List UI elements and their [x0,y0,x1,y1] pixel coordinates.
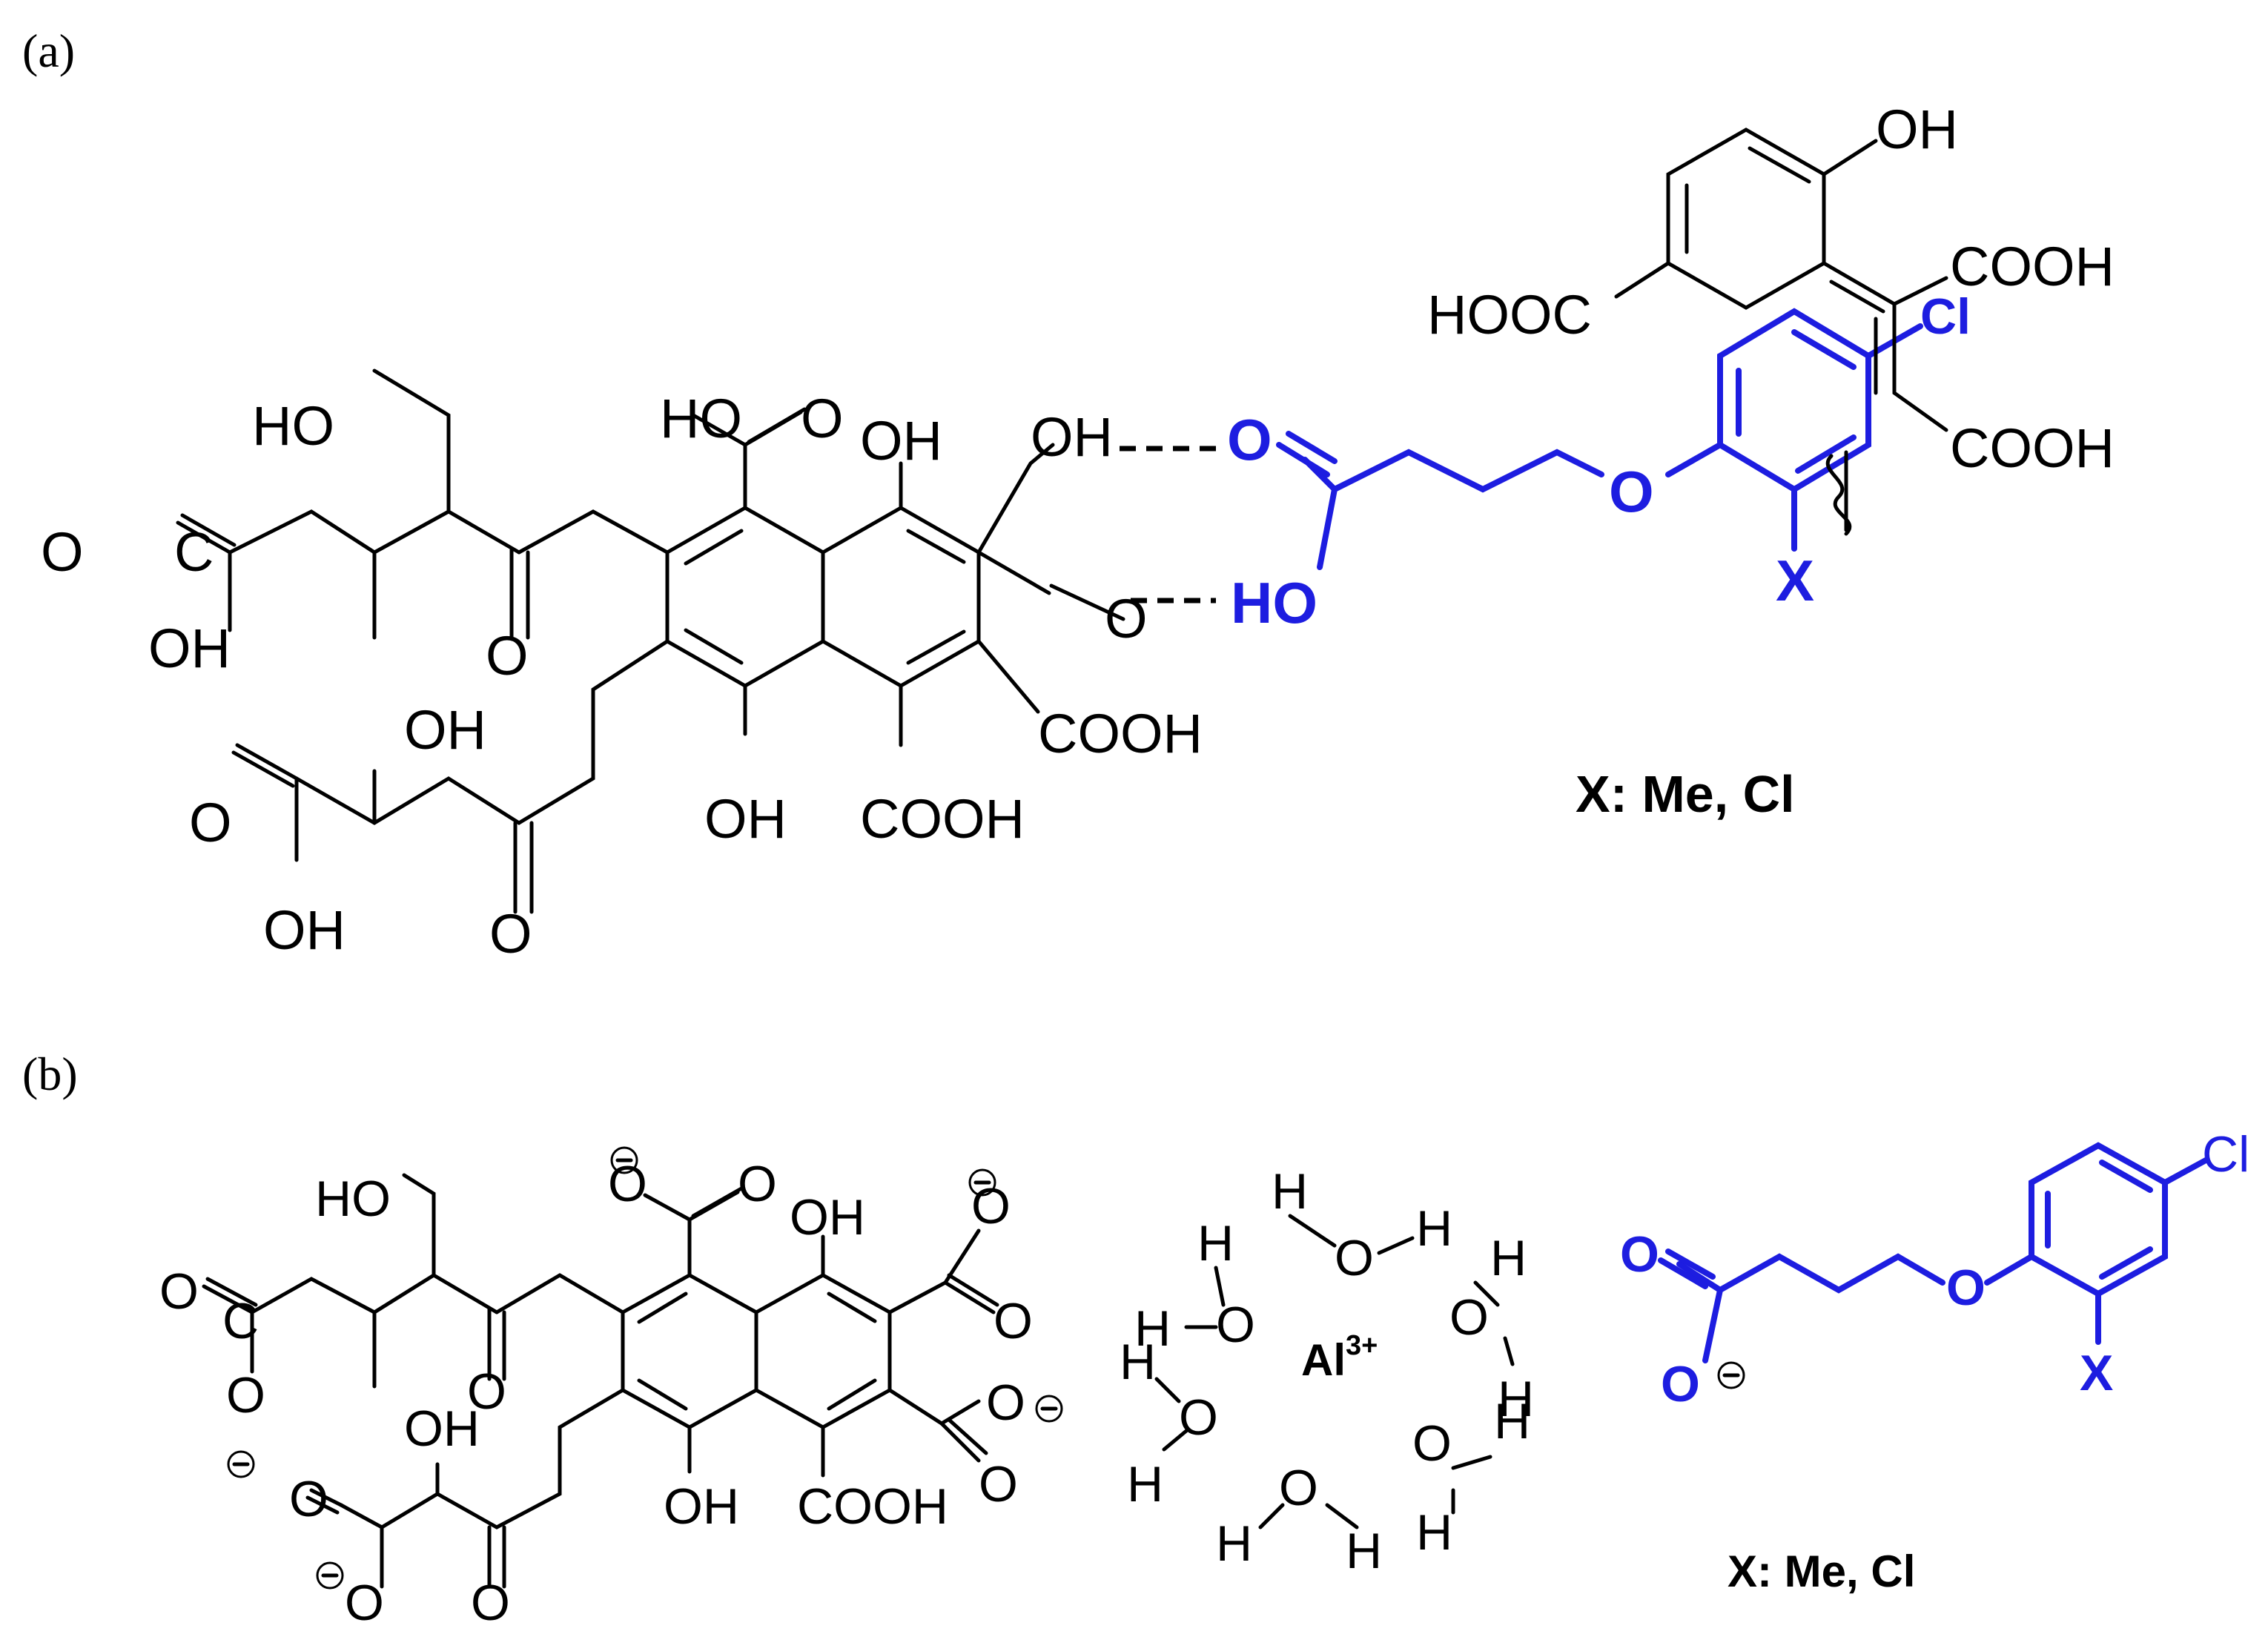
atom-label: H [1127,1456,1163,1512]
atom-label: O [979,1456,1018,1512]
atom-label: O [1609,459,1654,524]
atom-label: O [467,1363,506,1420]
atom-label: OH [704,788,787,850]
atom-label: OH [860,410,942,472]
atom-label: O [738,1156,777,1212]
atom-label: COOH [797,1478,948,1535]
atom-label: O [159,1263,199,1320]
atom-label: OH [790,1189,865,1246]
atom-label: H [1197,1215,1234,1271]
atom-label: O [471,1575,510,1631]
atom-label: O [189,792,232,853]
atom-label: OH [1876,99,1958,160]
atom-label: COOH [860,788,1025,850]
atom-label: HOOC [1427,284,1592,345]
humic-acid-structure-b [202,1173,999,1589]
atom-label: O [1946,1260,1986,1316]
metal-ion-label: Al3+ [1301,1330,1378,1385]
atom-label: OH [404,699,486,761]
atom-label: Cl [1920,288,1971,345]
atom-label: OH [148,618,231,679]
atom-label: O [345,1575,384,1631]
atom-label: O [1661,1356,1700,1412]
atom-label: OH [263,899,346,961]
atom-label: O [1279,1460,1318,1516]
atom-label: O [1449,1289,1489,1346]
herbicide-structure-b [1658,1142,2209,1363]
water-molecules [1154,1214,1515,1529]
atom-label: O [1412,1415,1452,1472]
atom-label: O [486,625,529,687]
atom-label: H [1416,1504,1452,1561]
atom-label: HO [1231,570,1318,635]
atom-label: O [41,521,84,583]
herbicide-structure-a [1276,308,1923,570]
aromatic-acid-structure-a [1614,128,1948,536]
atom-label: X [1776,548,1814,613]
atom-label: O [289,1471,328,1527]
atom-label: COOH [1950,236,2115,297]
substituent-caption-b: X: Me, Cl [1728,1547,1915,1596]
negative-charge-icon [1717,1361,1745,1389]
atom-label: HO [660,388,742,449]
atom-label: H [1216,1515,1252,1572]
atom-label: C [222,1293,259,1349]
atom-label: HO [252,395,334,457]
atom-label: H [1490,1230,1527,1286]
negative-charge-icon [227,1146,1063,1590]
atom-label: O [489,903,532,965]
atom-label: H [1346,1523,1382,1579]
atom-label: O [1179,1389,1218,1446]
atom-label: O [1105,588,1148,649]
atom-label: O [1227,407,1272,472]
atom-label: O [608,1156,647,1212]
atom-label: X [2080,1345,2113,1401]
panel-b-label: (b) [22,1048,78,1100]
atom-label: O [801,388,844,449]
atom-label: O [971,1178,1011,1234]
atom-label: O [994,1293,1033,1349]
atom-label: COOH [1950,417,2115,479]
atom-label: H [1494,1393,1530,1449]
atom-label: COOH [1038,703,1203,764]
atom-label: C [174,521,214,583]
atom-label: O [1335,1230,1374,1286]
atom-label: H [1120,1334,1156,1390]
atom-label: O [986,1375,1025,1431]
panel-a-label: (a) [22,24,75,77]
atom-label: O [226,1367,265,1423]
atom-label: HO [315,1171,391,1227]
atom-label: O [1620,1226,1659,1283]
atom-label: Cl [2202,1126,2249,1183]
atom-label: OH [1031,406,1113,468]
atom-label: OH [664,1478,739,1535]
atom-label: O [1216,1297,1255,1353]
humic-acid-structure-a [176,368,1125,914]
atom-label: H [1416,1200,1452,1257]
atom-label: OH [404,1400,480,1457]
atom-label: H [1272,1163,1308,1220]
atom-label: H [1498,1371,1534,1427]
substituent-caption-a: X: Me, Cl [1576,765,1795,823]
atom-label: H [1134,1300,1171,1357]
